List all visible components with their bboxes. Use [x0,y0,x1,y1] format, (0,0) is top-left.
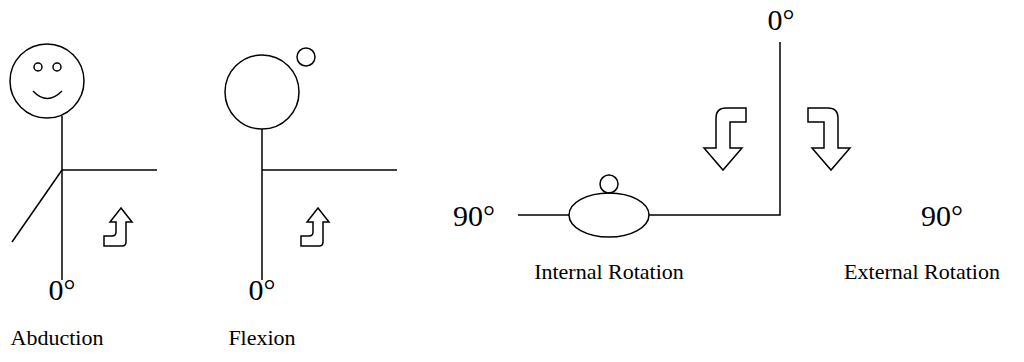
angle-label: 0° [768,3,795,36]
rotation-figure [518,42,850,237]
angle-label: 0° [249,273,276,306]
angle-label: 90° [921,199,963,232]
abduction-figure [10,44,157,280]
angle-label: 0° [49,273,76,306]
angle-label: 90° [453,199,495,232]
motion-name: Abduction [11,326,104,350]
flexion-figure [225,48,397,280]
motion-name: Flexion [228,326,295,350]
motion-name: External Rotation [844,260,1000,284]
motion-name: Internal Rotation [534,260,684,284]
